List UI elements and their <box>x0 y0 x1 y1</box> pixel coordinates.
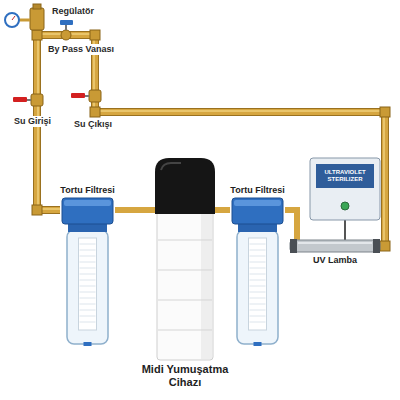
gauge-needle <box>12 16 15 20</box>
outlet-valve-handle <box>71 93 85 98</box>
brass-pipe <box>37 18 385 246</box>
softener-segment <box>158 270 212 271</box>
cartridge-rib <box>80 310 96 311</box>
cartridge-rib <box>250 292 266 293</box>
regulator-body <box>30 8 44 30</box>
cartridge-rib <box>250 280 266 281</box>
cartridge-rib <box>80 244 96 245</box>
lamp-tube <box>290 240 380 252</box>
cartridge-rib <box>250 322 266 323</box>
inlet-valve-body <box>31 94 43 106</box>
softener-segment <box>158 330 212 331</box>
elbow-fitting <box>90 30 100 40</box>
cartridge-rib <box>250 316 266 317</box>
outlet-valve-body <box>89 90 101 102</box>
brass-pipe <box>215 207 230 213</box>
cartridge-rib <box>250 256 266 257</box>
callout-label: By Pass Vanası <box>46 44 116 55</box>
part-label: Midi Yumuşatma Cihazı <box>130 363 240 389</box>
cartridge-rib <box>250 286 266 287</box>
cartridge-rib <box>80 250 96 251</box>
sediment-filter-shape <box>230 198 285 346</box>
pipe-highlight <box>38 18 384 245</box>
controller-panel <box>316 164 374 188</box>
filter-head <box>232 198 283 224</box>
callout-label: Regülatör <box>50 6 96 17</box>
filter-drain <box>254 342 262 346</box>
brass-pipe <box>115 207 155 213</box>
cartridge-rib <box>250 274 266 275</box>
cartridge-rib <box>250 304 266 305</box>
pipe-outline <box>37 18 385 246</box>
softener-unit: Midi Yumuşatma Cihazı <box>155 158 215 360</box>
lamp-highlight <box>298 242 372 244</box>
softener-segment <box>158 240 212 241</box>
filter-bowl <box>67 230 108 344</box>
filter-cartridge <box>249 238 267 330</box>
sediment-filter-shape <box>60 198 115 346</box>
uv-controller: ULTRAVIOLET STERILIZER <box>310 158 380 220</box>
elbow-fitting <box>32 205 42 215</box>
cartridge-rib <box>80 298 96 299</box>
elbow-fitting <box>380 107 390 117</box>
cartridge-rib <box>80 316 96 317</box>
controller-housing <box>310 158 380 220</box>
cartridge-rib <box>80 286 96 287</box>
sediment-filter: Tortu Filtresi <box>230 198 285 346</box>
bypass-valve-handle <box>60 20 73 25</box>
inlet-valve-handle <box>13 97 27 102</box>
cartridge-rib <box>80 280 96 281</box>
filter-head-cap <box>64 200 111 206</box>
cartridge-rib <box>80 292 96 293</box>
tee-fitting <box>32 30 42 40</box>
cartridge-rib <box>250 262 266 263</box>
regulator-cap <box>33 4 41 9</box>
softener-unit-shape <box>155 158 215 360</box>
softener-segment <box>158 300 212 301</box>
filter-drain <box>84 342 92 346</box>
cartridge-rib <box>250 298 266 299</box>
cartridge-rib <box>250 310 266 311</box>
cartridge-rib <box>80 274 96 275</box>
part-label: Tortu Filtresi <box>60 185 114 196</box>
callout-label: Su Girişi <box>12 116 53 127</box>
uv-lamp-shape <box>290 240 380 252</box>
panel-text: ULTRAVIOLET STERILIZER <box>316 169 374 183</box>
cap-highlight <box>161 163 181 170</box>
lamp-end-cap <box>373 239 380 253</box>
cartridge-rib <box>80 256 96 257</box>
softener-cap <box>155 158 215 214</box>
sediment-filter: Tortu Filtresi <box>60 198 115 346</box>
bypass-valve-body <box>61 30 71 40</box>
elbow-fitting <box>380 241 390 251</box>
lamp-end-cap <box>290 239 297 253</box>
cartridge-rib <box>250 244 266 245</box>
filter-head <box>62 198 113 224</box>
part-label: UV Lamba <box>313 255 357 266</box>
filter-cartridge <box>79 238 97 330</box>
brass-pipe <box>285 210 297 240</box>
uv-controller-shape <box>310 158 380 220</box>
softener-shade <box>201 211 212 359</box>
softener-body <box>157 210 213 360</box>
power-cable <box>344 220 346 240</box>
cartridge-rib <box>80 268 96 269</box>
uv-lamp: UV Lamba <box>290 240 380 252</box>
cartridge-rib <box>80 304 96 305</box>
indicator-light <box>341 202 349 210</box>
part-label: Tortu Filtresi <box>230 185 284 196</box>
cartridge-rib <box>80 322 96 323</box>
elbow-fitting <box>90 107 100 117</box>
callout-label: Su Çıkışı <box>72 119 114 130</box>
cartridge-rib <box>250 250 266 251</box>
cartridge-rib <box>250 268 266 269</box>
cartridge-rib <box>80 262 96 263</box>
filter-head-cap <box>234 200 281 206</box>
filter-bowl <box>237 230 278 344</box>
pressure-gauge <box>5 13 19 27</box>
